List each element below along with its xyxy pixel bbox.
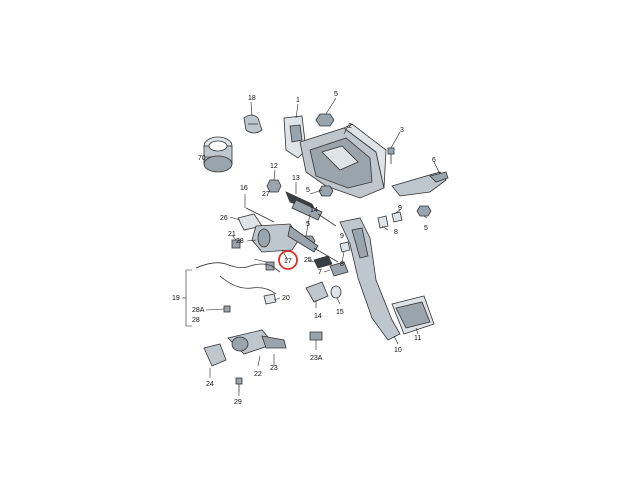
part-14-cap bbox=[305, 281, 329, 303]
part-23A-fitting bbox=[309, 331, 323, 341]
label-23: 23 bbox=[270, 365, 278, 372]
part-13-pushrod bbox=[285, 191, 337, 227]
label-5-right: 5 bbox=[424, 225, 428, 232]
label-20: 20 bbox=[282, 295, 290, 302]
label-19: 19 bbox=[172, 295, 180, 302]
part-8-bush bbox=[339, 215, 389, 253]
label-18: 18 bbox=[248, 95, 256, 102]
label-3: 3 bbox=[400, 127, 404, 134]
label-26: 26 bbox=[220, 215, 228, 222]
part-3-bolt bbox=[387, 147, 395, 164]
part-28A-bolt bbox=[223, 305, 231, 313]
clutch-master-cylinder bbox=[251, 223, 339, 263]
part-labels: 18 1 5 2 3 70 6 12 13 27 16 5 14 9 5 26 … bbox=[172, 91, 436, 406]
label-7: 7 bbox=[318, 269, 322, 276]
part-70-bushing bbox=[203, 136, 233, 173]
leader-lines bbox=[182, 97, 441, 396]
part-18-clip bbox=[243, 114, 263, 134]
label-9: 9 bbox=[398, 205, 402, 212]
part-29-bolt bbox=[235, 377, 243, 392]
label-1: 1 bbox=[296, 97, 300, 104]
part-25-connector bbox=[313, 255, 333, 269]
label-25: 25 bbox=[304, 257, 312, 264]
part-5-nut-right bbox=[416, 205, 432, 217]
part-16-rod bbox=[245, 207, 275, 223]
label-27: 27 bbox=[262, 191, 270, 198]
part-5-nut-top bbox=[315, 113, 335, 127]
slave-cylinder bbox=[227, 329, 287, 355]
label-12: 12 bbox=[270, 163, 278, 170]
part-15-cap bbox=[330, 285, 342, 299]
label-29: 29 bbox=[234, 399, 242, 406]
part-2-pedal-bracket bbox=[299, 123, 387, 199]
part-6-lever bbox=[391, 171, 449, 197]
label-17: 17 bbox=[284, 258, 292, 265]
label-70: 70 bbox=[198, 155, 206, 162]
part-24-bracket bbox=[203, 343, 227, 367]
label-2: 2 bbox=[348, 123, 352, 130]
label-15: 15 bbox=[336, 309, 344, 316]
label-16: 16 bbox=[240, 185, 248, 192]
label-6: 6 bbox=[432, 157, 436, 164]
label-9-lower: 9 bbox=[340, 233, 344, 240]
label-11: 11 bbox=[414, 335, 421, 342]
label-28-lower: 28 bbox=[192, 317, 200, 324]
label-5-mid: 5 bbox=[306, 187, 310, 194]
part-10-pedal-lever bbox=[339, 217, 401, 341]
part-19-hose bbox=[195, 262, 281, 295]
part-20-bush bbox=[263, 293, 277, 305]
part-5-nut-mid bbox=[318, 185, 334, 197]
label-8-lower: 8 bbox=[340, 261, 344, 268]
label-5-lower: 5 bbox=[306, 221, 310, 228]
part-7-switch bbox=[329, 261, 349, 277]
label-8: 8 bbox=[394, 229, 398, 236]
label-21: 21 bbox=[228, 231, 236, 238]
highlight-circle-17 bbox=[278, 250, 298, 270]
label-10: 10 bbox=[394, 347, 402, 354]
label-13: 13 bbox=[292, 175, 300, 182]
label-22: 22 bbox=[254, 371, 262, 378]
label-14-lower: 14 bbox=[314, 313, 322, 320]
label-28A: 28A bbox=[192, 307, 205, 314]
part-12-nut bbox=[266, 179, 282, 193]
label-23A: 23A bbox=[310, 355, 323, 362]
label-5-top: 5 bbox=[334, 91, 338, 98]
label-24: 24 bbox=[206, 381, 214, 388]
label-28-upper: 28 bbox=[236, 238, 244, 245]
part-11-pedal-pad bbox=[391, 295, 435, 335]
part-9-bush bbox=[391, 211, 403, 223]
part-1-bracket bbox=[283, 115, 307, 159]
label-14: 14 bbox=[310, 207, 318, 214]
part-28-clip bbox=[265, 261, 275, 271]
